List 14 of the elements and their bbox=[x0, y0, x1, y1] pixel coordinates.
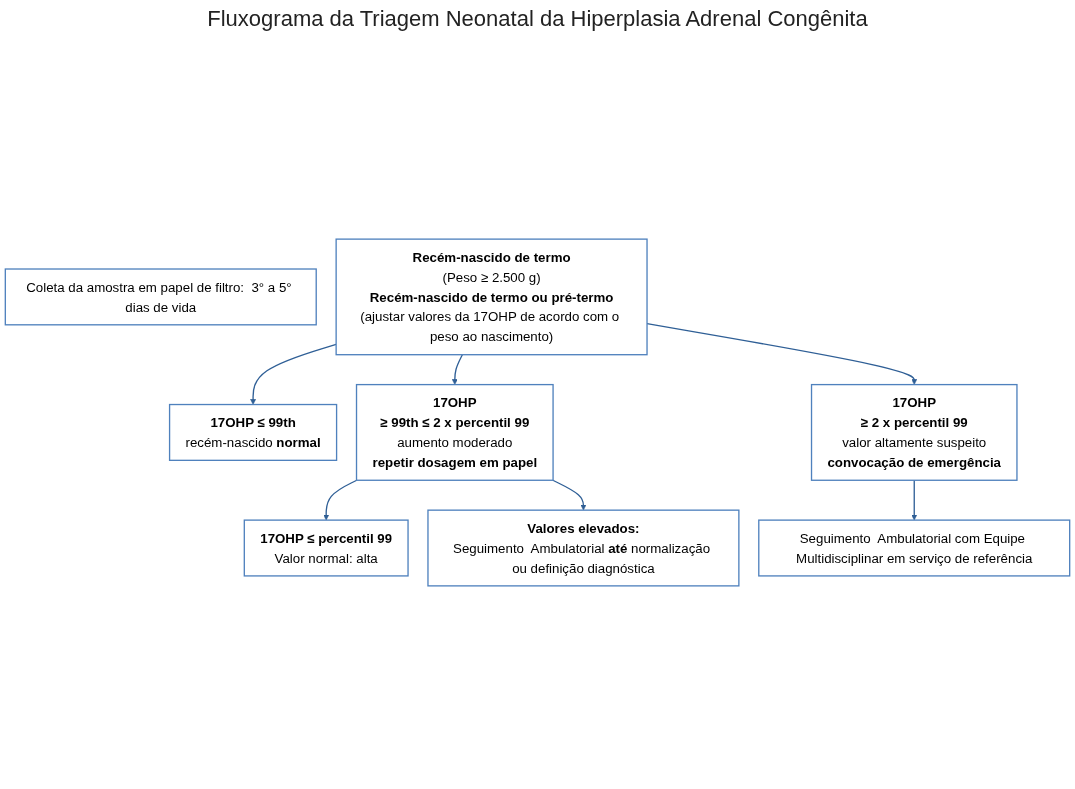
node-box: 17OHP ≥ 2 x percentil 99 valor altamente suspeito convocação de emergência bbox=[810, 383, 1018, 481]
node-box: 17OHP ≥ 99th ≤ 2 x percentil 99 aumento moderado repetir dosagem em papel bbox=[355, 383, 554, 481]
diagram-title: Fluxograma da Triagem Neonatal da Hiperplasia Adrenal Congênita bbox=[207, 6, 868, 32]
node-box: Recém-nascido de termo (Peso ≥ 2.500 g) Recém-nascido de termo ou pré-termo (ajustar valores da 17OHP de acordo com o peso ao nascimento) bbox=[335, 238, 648, 356]
arrow bbox=[911, 479, 918, 521]
arrow bbox=[250, 343, 337, 405]
node-box: 17OHP ≤ percentil 99 Valor normal: alta bbox=[243, 519, 409, 577]
node-box: Seguimento Ambulatorial com Equipe Multidisciplinar em serviço de referência bbox=[758, 519, 1071, 577]
node-box: Valores elevados: Seguimento Ambulatorial até normalização ou definição diagnóstica bbox=[427, 509, 740, 587]
arrow bbox=[451, 354, 463, 385]
arrow bbox=[552, 479, 587, 511]
node-box: Coleta da amostra em papel de filtro: 3° a 5° dias de vida bbox=[4, 268, 317, 326]
node-box: 17OHP ≤ 99th recém-nascido normal bbox=[168, 403, 338, 461]
arrow bbox=[323, 479, 358, 521]
